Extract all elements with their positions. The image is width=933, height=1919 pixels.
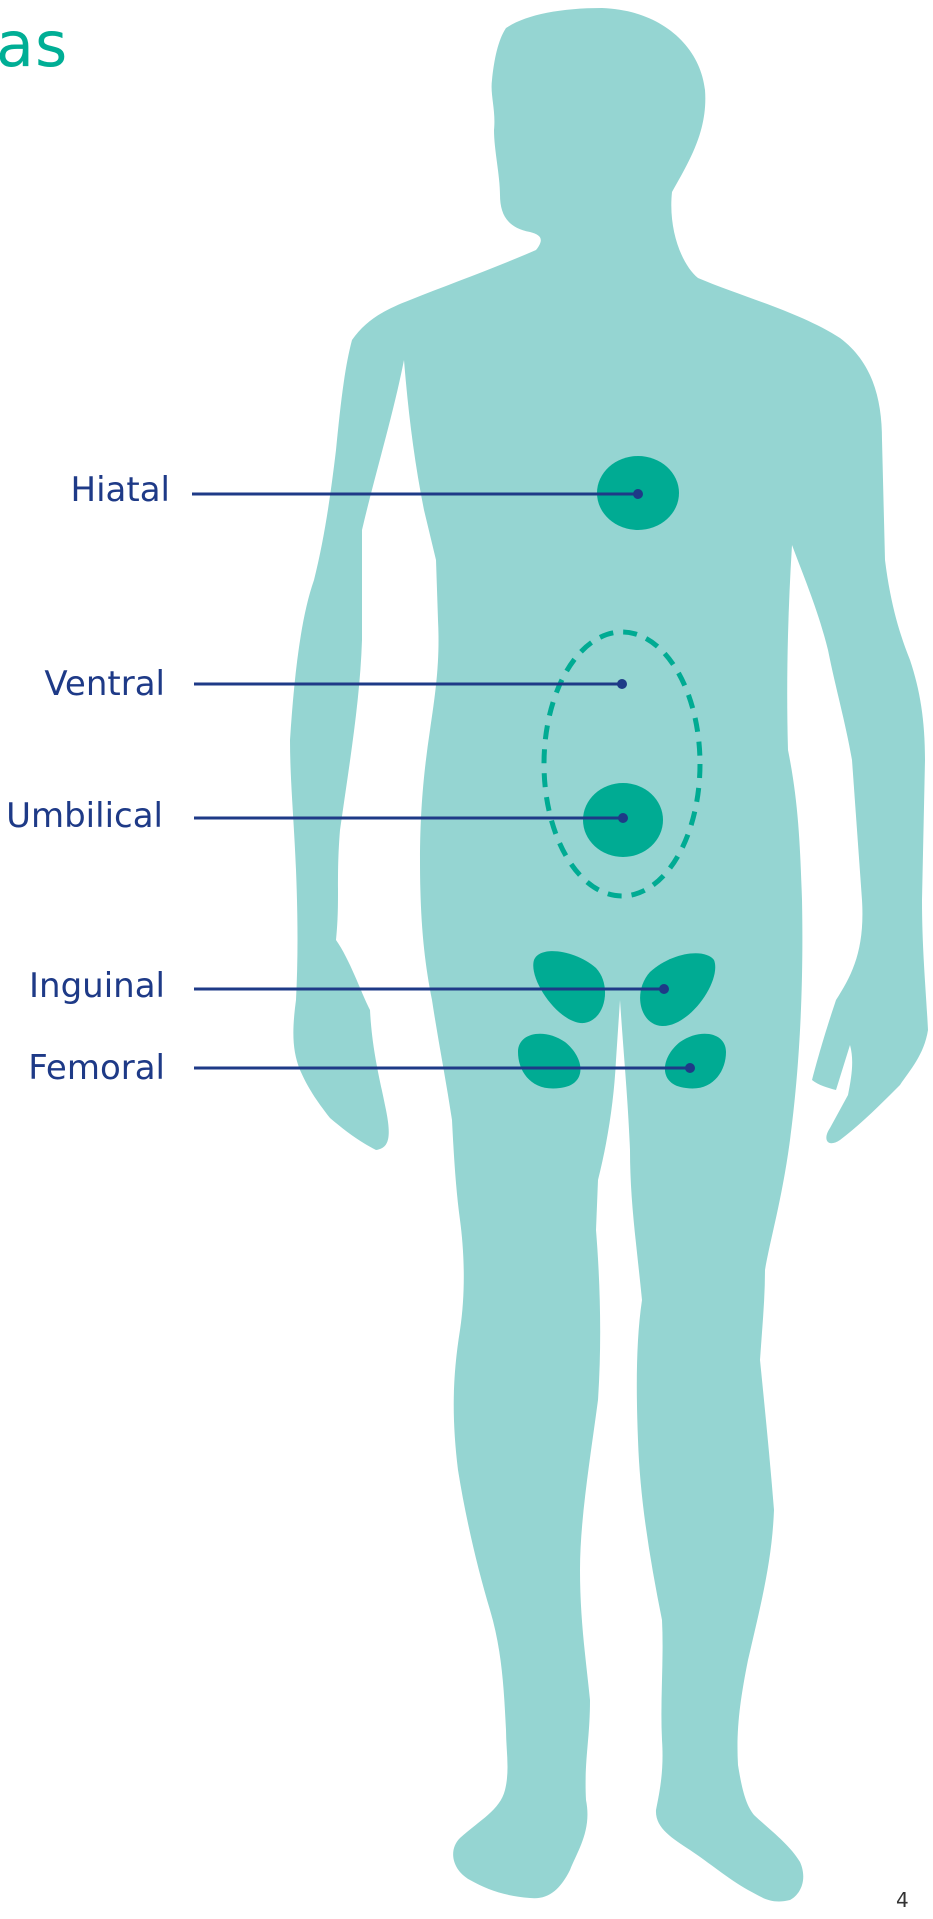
inguinal-leader-dot bbox=[659, 984, 669, 994]
femoral-leader-dot bbox=[685, 1063, 695, 1073]
umbilical-label: Umbilical bbox=[6, 796, 163, 836]
hiatal-label: Hiatal bbox=[71, 470, 170, 510]
hiatal-leader-dot bbox=[633, 489, 643, 499]
umbilical-leader-dot bbox=[618, 813, 628, 823]
femoral-label: Femoral bbox=[28, 1048, 165, 1088]
ventral-label: Ventral bbox=[44, 664, 165, 704]
body-silhouette bbox=[290, 8, 928, 1901]
inguinal-label: Inguinal bbox=[29, 966, 165, 1006]
page-number: 4 bbox=[896, 1888, 909, 1912]
ventral-leader-dot bbox=[617, 679, 627, 689]
